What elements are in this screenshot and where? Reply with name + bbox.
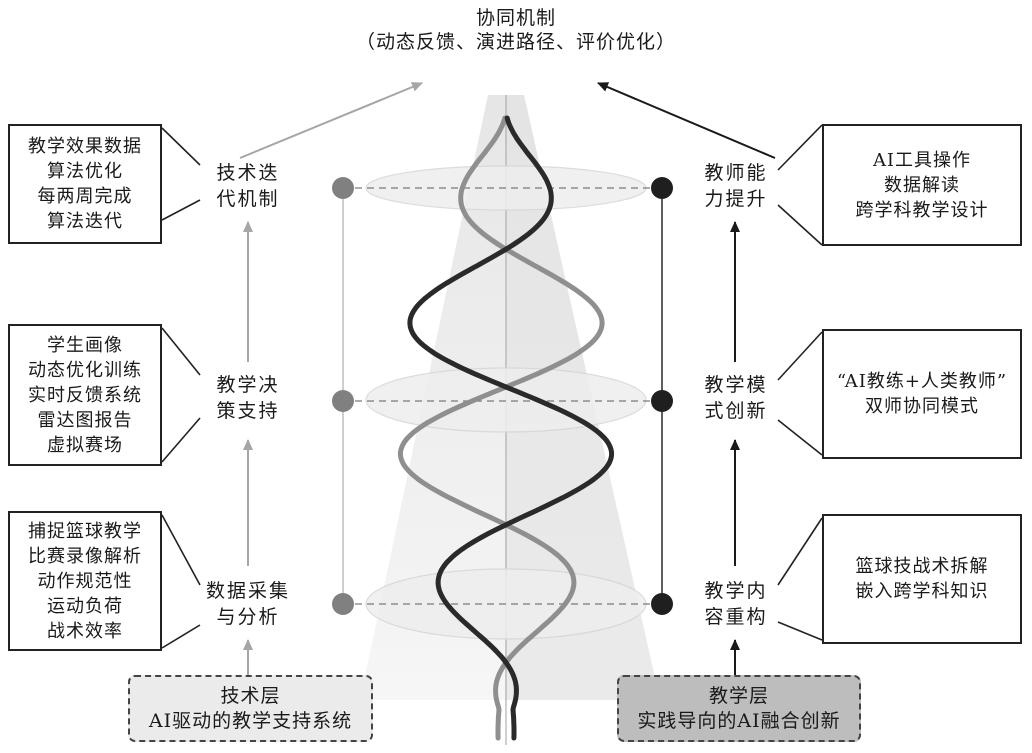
left-detail-box-mid: 学生画像 动态优化训练 实时反馈系统 雷达图报告 虚拟赛场 <box>8 324 162 466</box>
callout-line <box>162 418 200 462</box>
box-line: 每两周完成 <box>38 184 133 209</box>
callout-line <box>162 328 200 375</box>
node-label: 教学内 <box>676 578 796 604</box>
right-node-dot <box>651 177 673 199</box>
node-label: 教学模 <box>676 372 796 398</box>
box-line: 虚拟赛场 <box>47 433 123 458</box>
right-detail-box-top: AI工具操作 数据解读 跨学科教学设计 <box>822 124 1022 246</box>
box-line: 捕捉篮球教学 <box>28 519 142 544</box>
box-line: 比赛录像解析 <box>28 544 142 569</box>
box-line: “AI教练+人类教师” <box>837 369 1007 394</box>
box-line: 学生画像 <box>47 333 123 358</box>
box-line: 算法迭代 <box>47 209 123 234</box>
box-line: 嵌入跨学科知识 <box>856 579 989 604</box>
node-label: 策支持 <box>188 398 308 424</box>
box-line: 动态优化训练 <box>28 358 142 383</box>
node-label: 教师能 <box>676 160 796 186</box>
base-subtitle: AI驱动的教学支持系统 <box>149 709 352 734</box>
box-line: 实时反馈系统 <box>28 383 142 408</box>
callout-line <box>778 420 822 455</box>
node-teacher-ability: 教师能 力提升 <box>676 160 796 212</box>
title-sub: （动态反馈、演进路径、评价优化） <box>216 30 816 54</box>
node-label: 与分析 <box>188 604 308 630</box>
title-main: 协同机制 <box>216 6 816 30</box>
right-node-dot <box>651 593 673 615</box>
node-label: 代机制 <box>188 186 308 212</box>
node-label: 教学决 <box>188 372 308 398</box>
box-line: 雷达图报告 <box>38 408 133 433</box>
node-tech-iteration: 技术迭 代机制 <box>188 160 308 212</box>
box-line: 篮球技战术拆解 <box>856 554 989 579</box>
left-node-dot <box>332 390 354 412</box>
left-to-top-arrow <box>240 83 422 158</box>
box-line: 教学效果数据 <box>28 134 142 159</box>
box-line: 战术效率 <box>47 619 123 644</box>
base-title: 教学层 <box>709 684 769 709</box>
right-detail-box-bottom: 篮球技战术拆解 嵌入跨学科知识 <box>822 514 1022 644</box>
box-line: AI工具操作 <box>873 148 971 173</box>
left-detail-box-top: 教学效果数据 算法优化 每两周完成 算法迭代 <box>8 124 162 244</box>
callout-line <box>778 518 822 585</box>
left-detail-box-bottom: 捕捉篮球教学 比赛录像解析 动作规范性 运动负荷 战术效率 <box>8 511 162 651</box>
callout-line <box>162 515 200 585</box>
level-ellipse-mid <box>366 368 646 432</box>
node-label: 式创新 <box>676 398 796 424</box>
diagram-title: 协同机制 （动态反馈、演进路径、评价优化） <box>216 6 816 54</box>
box-line: 双师协同模式 <box>865 394 979 419</box>
node-label: 数据采集 <box>188 578 308 604</box>
base-title: 技术层 <box>220 684 280 709</box>
box-line: 运动负荷 <box>47 594 123 619</box>
box-line: 跨学科教学设计 <box>856 198 989 223</box>
left-node-dot <box>332 593 354 615</box>
teaching-layer-box: 教学层 实践导向的AI融合创新 <box>617 675 861 742</box>
right-node-dot <box>651 390 673 412</box>
right-to-top-arrow <box>598 83 775 158</box>
node-mode-innovation: 教学模 式创新 <box>676 372 796 424</box>
box-line: 数据解读 <box>884 173 960 198</box>
node-label: 容重构 <box>676 604 796 630</box>
box-line: 算法优化 <box>47 159 123 184</box>
node-label: 技术迭 <box>188 160 308 186</box>
node-decision-support: 教学决 策支持 <box>188 372 308 424</box>
technology-layer-box: 技术层 AI驱动的教学支持系统 <box>128 675 373 742</box>
node-label: 力提升 <box>676 186 796 212</box>
node-data-collection: 数据采集 与分析 <box>188 578 308 630</box>
left-node-dot <box>332 177 354 199</box>
base-subtitle: 实践导向的AI融合创新 <box>637 709 840 734</box>
right-detail-box-mid: “AI教练+人类教师” 双师协同模式 <box>822 329 1022 459</box>
box-line: 动作规范性 <box>38 569 133 594</box>
node-content-reconstruction: 教学内 容重构 <box>676 578 796 630</box>
